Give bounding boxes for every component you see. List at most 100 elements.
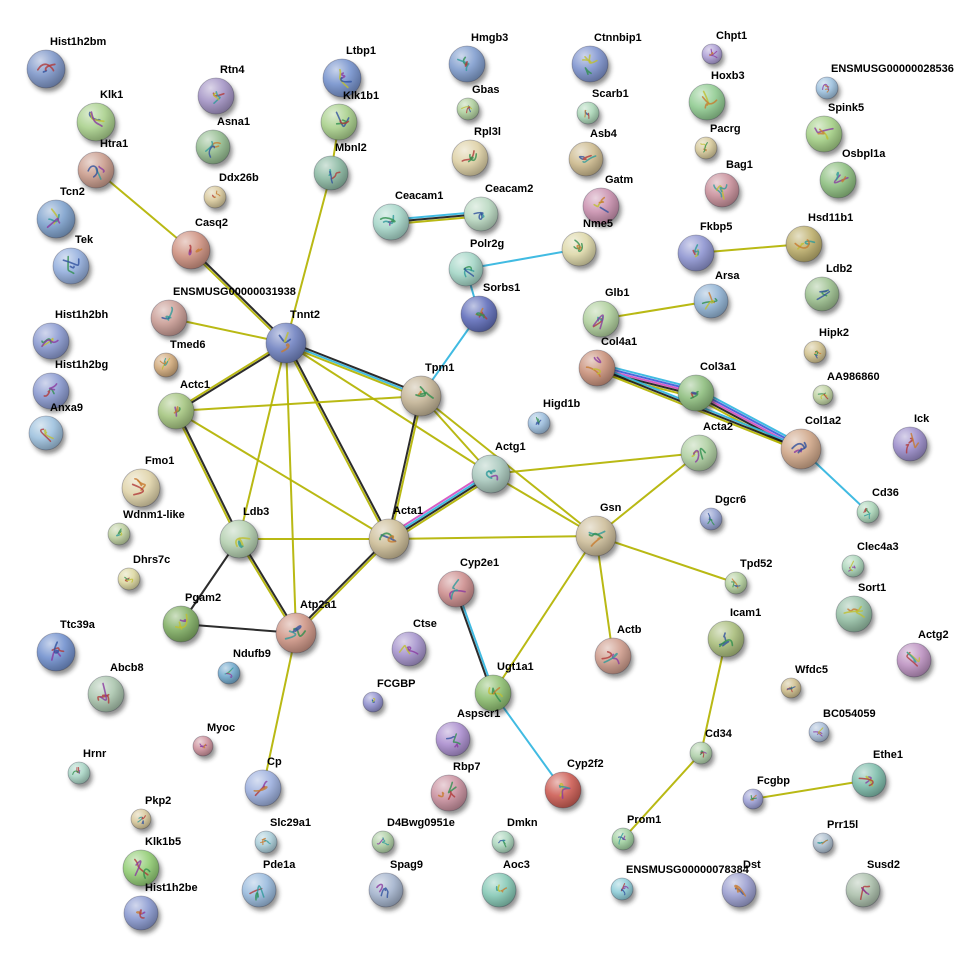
edge-Tnnt2-Acta1[interactable] [284,341,391,541]
edge-Gsn-Ugt1a1[interactable] [492,535,597,694]
node-Clec4a3[interactable] [841,554,865,578]
edge-Tnnt2-Ldb3[interactable] [238,342,287,540]
protein-sphere[interactable] [677,234,715,272]
protein-sphere[interactable] [320,103,358,141]
node-Polr2g[interactable] [448,251,484,287]
node-Asna1[interactable] [195,129,231,165]
protein-sphere[interactable] [578,349,616,387]
node-Pacrg[interactable] [694,136,718,160]
protein-sphere[interactable] [815,76,839,100]
edge-Atp2a1-Acta1[interactable] [294,537,391,635]
node-Susd2[interactable] [845,872,881,908]
node-AA986860[interactable] [812,384,834,406]
protein-sphere[interactable] [368,872,404,908]
edge-Acta1-Tpm1[interactable] [386,394,424,541]
node-Ldb3[interactable] [219,519,259,559]
protein-sphere[interactable] [582,187,620,225]
protein-sphere[interactable] [162,605,200,643]
node-Rpl3l[interactable] [451,139,489,177]
node-Cyp2e1[interactable] [437,570,475,608]
node-Ltbp1[interactable] [322,58,362,98]
edge-Gsn-Tpd52[interactable] [595,535,737,584]
node-Scarb1[interactable] [576,101,600,125]
node-Col3a1[interactable] [677,374,715,412]
node-Hoxb3[interactable] [688,83,726,121]
node-Tek[interactable] [52,247,90,285]
node-Hist1h2bg[interactable] [32,372,70,410]
protein-sphere[interactable] [254,830,278,854]
edge-Tnnt2-Atp2a1[interactable] [285,342,297,634]
node-Ldb2[interactable] [804,276,840,312]
node-Pgam2[interactable] [162,605,200,643]
node-Actg1[interactable] [471,454,511,494]
node-Htra1[interactable] [77,151,115,189]
node-Chpt1[interactable] [701,43,723,65]
node-Col1a2[interactable] [780,428,822,470]
node-Sorbs1[interactable] [460,295,498,333]
node-Prom1[interactable] [611,827,635,851]
node-Spink5[interactable] [805,115,843,153]
protein-sphere[interactable] [835,595,873,633]
edge-Acta1-Actg1[interactable] [386,470,494,543]
node-Osbpl1a[interactable] [819,161,857,199]
node-Klk1b1[interactable] [320,103,358,141]
node-Tpm1[interactable] [400,375,442,417]
node-Abcb8[interactable] [87,675,125,713]
node-Actg2[interactable] [896,642,932,678]
node-Nme5[interactable] [561,231,597,267]
node-Icam1[interactable] [707,620,745,658]
node-Ndufb9[interactable] [217,661,241,685]
node-Cd34[interactable] [689,741,713,765]
node-Glb1[interactable] [582,300,620,338]
node-Fcgbp[interactable] [742,788,764,810]
node-Ugt1a1[interactable] [474,674,512,712]
node-Dmkn[interactable] [491,830,515,854]
node-D4Bwg0951e[interactable] [371,830,395,854]
node-Tnnt2[interactable] [265,322,307,364]
node-Hmgb3[interactable] [448,45,486,83]
node-Hipk2[interactable] [803,340,827,364]
node-Ddx26b[interactable] [203,185,227,209]
node-Gsn[interactable] [575,515,617,557]
protein-sphere[interactable] [575,515,617,557]
node-Gatm[interactable] [582,187,620,225]
node-Cd36[interactable] [856,500,880,524]
node-Ick[interactable] [892,426,928,462]
node-Dhrs7c[interactable] [117,567,141,591]
node-Myoc[interactable] [192,735,214,757]
node-FCGBP[interactable] [362,691,384,713]
protein-sphere[interactable] [892,426,928,462]
node-Rbp7[interactable] [430,774,468,812]
edge-Mbnl2-Tnnt2[interactable] [285,172,332,344]
node-Sort1[interactable] [835,595,873,633]
node-Slc29a1[interactable] [254,830,278,854]
protein-sphere[interactable] [275,612,317,654]
node-Hist1h2bm[interactable] [26,49,66,89]
node-Ctnnbip1[interactable] [571,45,609,83]
edge-Actc1-Tpm1[interactable] [175,395,422,412]
protein-sphere[interactable] [819,161,857,199]
node-Casq2[interactable] [171,230,211,270]
edge-Cd34-Prom1[interactable] [622,752,702,840]
node-Hrnr[interactable] [67,761,91,785]
node-Tpd52[interactable] [724,571,748,595]
node-Mbnl2[interactable] [313,155,349,191]
node-Aspscr1[interactable] [435,721,471,757]
node-Dst[interactable] [721,872,757,908]
node-Ethe1[interactable] [851,762,887,798]
node-Fkbp5[interactable] [677,234,715,272]
edge-Tnnt2-Actg1[interactable] [285,342,492,475]
protein-sphere[interactable] [32,372,70,410]
protein-sphere[interactable] [437,570,475,608]
node-Pde1a[interactable] [241,872,277,908]
node-Ceacam2[interactable] [463,196,499,232]
protein-sphere[interactable] [471,454,511,494]
protein-sphere[interactable] [122,849,160,887]
node-Aoc3[interactable] [481,872,517,908]
node-Bag1[interactable] [704,172,740,208]
node-Fmo1[interactable] [121,468,161,508]
edge-Actg1-Acta2[interactable] [490,452,700,475]
node-Spag9[interactable] [368,872,404,908]
edge-Actc1-Acta1[interactable] [175,410,390,540]
node-Hsd11b1[interactable] [785,225,823,263]
